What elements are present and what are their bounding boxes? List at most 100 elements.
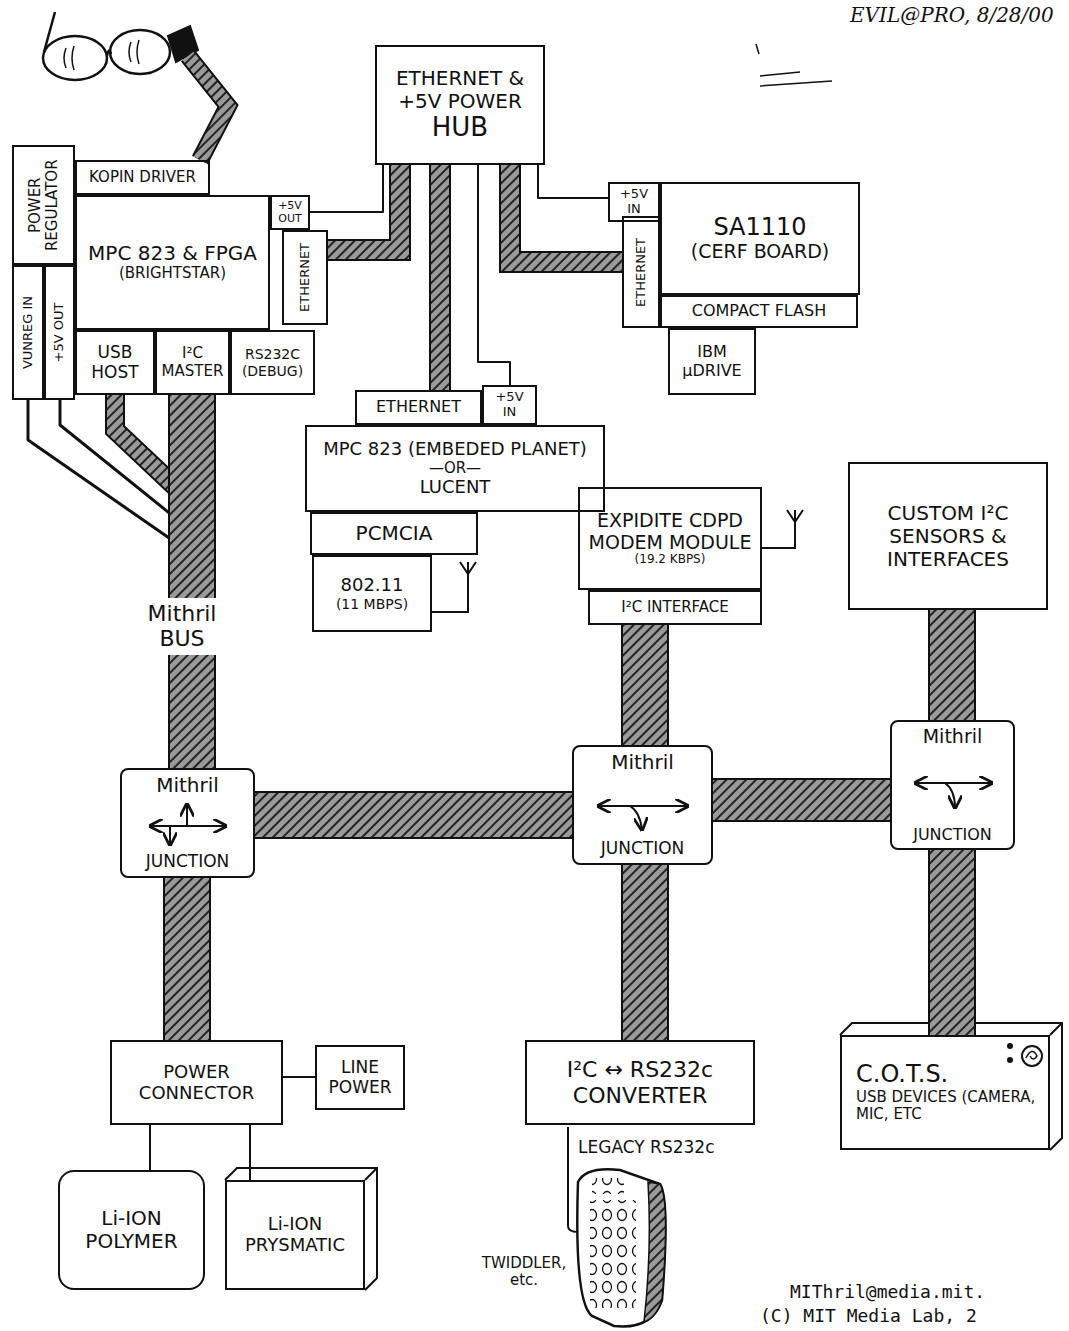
junction-arrow bbox=[598, 805, 642, 807]
pen-marks bbox=[756, 44, 832, 86]
twiddler-strap bbox=[644, 1182, 666, 1322]
box-text: JUNCTION bbox=[125, 852, 250, 872]
power-wire bbox=[249, 1125, 251, 1180]
cable-connector bbox=[713, 800, 890, 801]
box-text: POWER CONNECTOR bbox=[116, 1062, 277, 1103]
cable-body bbox=[165, 878, 209, 1040]
box-text: (19.2 KBPS) bbox=[584, 553, 756, 567]
cable-connector bbox=[645, 625, 646, 745]
converter-box: I²C ↔ RS232c CONVERTER bbox=[525, 1040, 755, 1125]
cable-connector bbox=[328, 165, 400, 250]
modem-box: EXPIDITE CDPD MODEM MODULE(19.2 KBPS) bbox=[578, 487, 762, 590]
cable-body bbox=[623, 625, 667, 745]
box-text: COMPACT FLASH bbox=[666, 302, 852, 320]
cable-outline bbox=[510, 165, 622, 262]
cable-connector bbox=[60, 400, 178, 768]
junction-arrow bbox=[169, 826, 171, 845]
box-text: MPC 823 & FPGA bbox=[81, 242, 264, 265]
sensor-box: CUSTOM I²C SENSORS & INTERFACES bbox=[848, 462, 1048, 610]
box-text: ETHERNET & +5V POWER bbox=[381, 67, 539, 113]
cable-body bbox=[510, 165, 622, 262]
glasses-temple bbox=[44, 12, 55, 52]
connector-box: POWER CONNECTOR bbox=[110, 1040, 283, 1125]
box-text: USB DEVICES (CAMERA, MIC, ETC bbox=[856, 1089, 1044, 1124]
cable-body bbox=[930, 610, 974, 720]
copyright-note: (C) MIT Media Lab, 2 bbox=[760, 1306, 977, 1327]
radio-box: 802.11(11 MBPS) bbox=[312, 555, 432, 632]
cable-body bbox=[623, 865, 667, 1040]
box-text: LINE POWER bbox=[321, 1058, 399, 1097]
box-depth bbox=[840, 1023, 1062, 1150]
box-text: C.O.T.S. bbox=[856, 1061, 1044, 1089]
box-text: MPC 823 (EMBEDED PLANET) bbox=[311, 439, 599, 460]
box-text: +5V IN bbox=[614, 187, 654, 217]
cable-outline bbox=[928, 850, 976, 1035]
processor-box: MPC 823 & FPGA(BRIGHTSTAR) bbox=[75, 195, 270, 330]
junction-arrow bbox=[630, 806, 642, 830]
slot-box: PCMCIA bbox=[310, 512, 478, 555]
power-box: LINE POWER bbox=[315, 1045, 405, 1110]
power-wire bbox=[149, 1125, 151, 1170]
processor-box: SA1110(CERF BOARD) bbox=[660, 182, 860, 295]
cable-outline bbox=[163, 878, 211, 1040]
box-text: I²C ↔ RS232c CONVERTER bbox=[531, 1057, 749, 1108]
signature-note: EVIL@PRO, 8/28/00 bbox=[850, 4, 1054, 27]
cable-connector bbox=[192, 395, 193, 768]
finger-keys bbox=[590, 1200, 636, 1308]
contact-note: MIThril@media.mit. bbox=[790, 1282, 985, 1303]
cable-connector bbox=[645, 865, 646, 1040]
cable-body bbox=[713, 780, 890, 820]
box-text: (BRIGHTSTAR) bbox=[81, 265, 264, 282]
device-label: TWIDDLER, etc. bbox=[476, 1255, 572, 1290]
power-wire bbox=[60, 400, 178, 768]
box-text: SA1110 bbox=[666, 214, 854, 242]
port-box: VUNREG IN bbox=[12, 265, 44, 400]
cable-connector bbox=[478, 165, 510, 385]
box-text: USB HOST bbox=[81, 343, 149, 382]
power-wire bbox=[283, 1076, 315, 1078]
junction-arrow bbox=[187, 825, 226, 827]
box-text: POWER REGULATOR bbox=[26, 149, 61, 261]
junction-arrow bbox=[642, 805, 688, 807]
cable-outline bbox=[168, 395, 216, 768]
box-text: JUNCTION bbox=[895, 826, 1010, 844]
cable-label: LEGACY RS232c bbox=[578, 1138, 714, 1158]
box-text: CUSTOM I²C SENSORS & INTERFACES bbox=[854, 502, 1042, 571]
cable-outline bbox=[621, 865, 669, 1040]
cable-body bbox=[431, 165, 449, 390]
twiddler-keyboard bbox=[577, 1169, 665, 1326]
storage-box: IBM µDRIVE bbox=[668, 328, 756, 395]
cable-connector bbox=[150, 1125, 151, 1170]
cable-outline bbox=[928, 610, 976, 720]
port-box: USB HOST bbox=[75, 330, 155, 395]
antenna-symbol bbox=[432, 562, 476, 612]
display-cable bbox=[188, 56, 228, 160]
box-text: 802.11 bbox=[318, 575, 426, 596]
power-wire bbox=[478, 165, 510, 385]
box-text: ETHERNET bbox=[361, 398, 476, 416]
junction-arrow bbox=[186, 804, 188, 826]
cable-body bbox=[170, 395, 214, 768]
battery-box: Li-ION PRYSMATIC bbox=[225, 1180, 365, 1290]
junction-box: MithrilJUNCTION bbox=[572, 745, 713, 865]
glasses-lens bbox=[43, 36, 107, 80]
cable-connector bbox=[952, 610, 953, 720]
box-text: Mithril bbox=[895, 726, 1010, 748]
cable-outline bbox=[429, 165, 451, 390]
box-text: I²C INTERFACE bbox=[594, 599, 756, 616]
port-box: ETHERNET bbox=[282, 230, 328, 325]
box-text: Mithril bbox=[125, 774, 250, 797]
cable-connector bbox=[250, 1125, 251, 1180]
cable-outline bbox=[713, 778, 890, 822]
mic-dot bbox=[1007, 1057, 1013, 1063]
box-text: RS232C (DEBUG) bbox=[236, 346, 309, 378]
port-box: I²C MASTER bbox=[155, 330, 230, 395]
cable-connector bbox=[310, 165, 383, 212]
cable-connector bbox=[187, 878, 188, 1040]
cable-body bbox=[328, 165, 400, 250]
cable-connector bbox=[510, 165, 622, 262]
box-text: ETHERNET bbox=[298, 234, 313, 321]
port-box: +5V OUT bbox=[44, 265, 75, 400]
battery-depth bbox=[225, 1168, 377, 1290]
